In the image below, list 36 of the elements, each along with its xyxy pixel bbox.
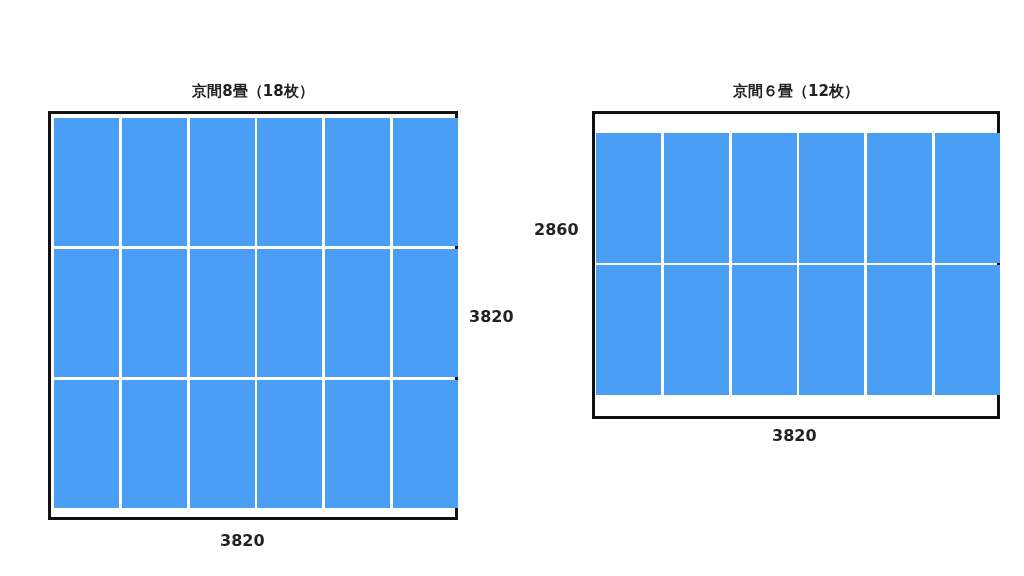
tatami-mat	[935, 265, 1000, 395]
tatami-mat	[393, 248, 458, 377]
tatami-mat	[596, 133, 661, 263]
tatami-mat	[663, 265, 729, 395]
tatami-mat	[189, 248, 255, 377]
tatami-mat	[731, 133, 797, 263]
tatami-mat	[54, 118, 119, 246]
tatami-mat	[393, 379, 458, 508]
tatami-mat	[121, 248, 187, 377]
tatami-mat	[663, 133, 729, 263]
tatami-mat	[325, 118, 391, 246]
tatami-mat	[257, 248, 323, 377]
tatami-mat	[867, 133, 933, 263]
tatami-mat	[596, 265, 661, 395]
tatami-mat	[731, 265, 797, 395]
tatami-mat	[799, 265, 865, 395]
dimension-label: 3820	[469, 307, 514, 326]
tatami-mat	[257, 118, 323, 246]
room-title: 京間６畳（12枚）	[732, 82, 860, 101]
tatami-mat	[325, 248, 391, 377]
tatami-mat	[54, 379, 119, 508]
dimension-label: 3820	[220, 531, 265, 550]
dimension-label: 3820	[772, 426, 817, 445]
tatami-mat	[935, 133, 1000, 263]
tatami-mat	[54, 248, 119, 377]
tatami-mat	[121, 379, 187, 508]
tatami-mat	[325, 379, 391, 508]
tatami-mat	[393, 118, 458, 246]
room-title: 京間8畳（18枚）	[191, 82, 315, 101]
tatami-mat	[189, 118, 255, 246]
tatami-mat	[867, 265, 933, 395]
tatami-mat	[189, 379, 255, 508]
tatami-mat	[799, 133, 865, 263]
tatami-mat	[257, 379, 323, 508]
tatami-mat	[121, 118, 187, 246]
dimension-label: 2860	[534, 220, 579, 239]
